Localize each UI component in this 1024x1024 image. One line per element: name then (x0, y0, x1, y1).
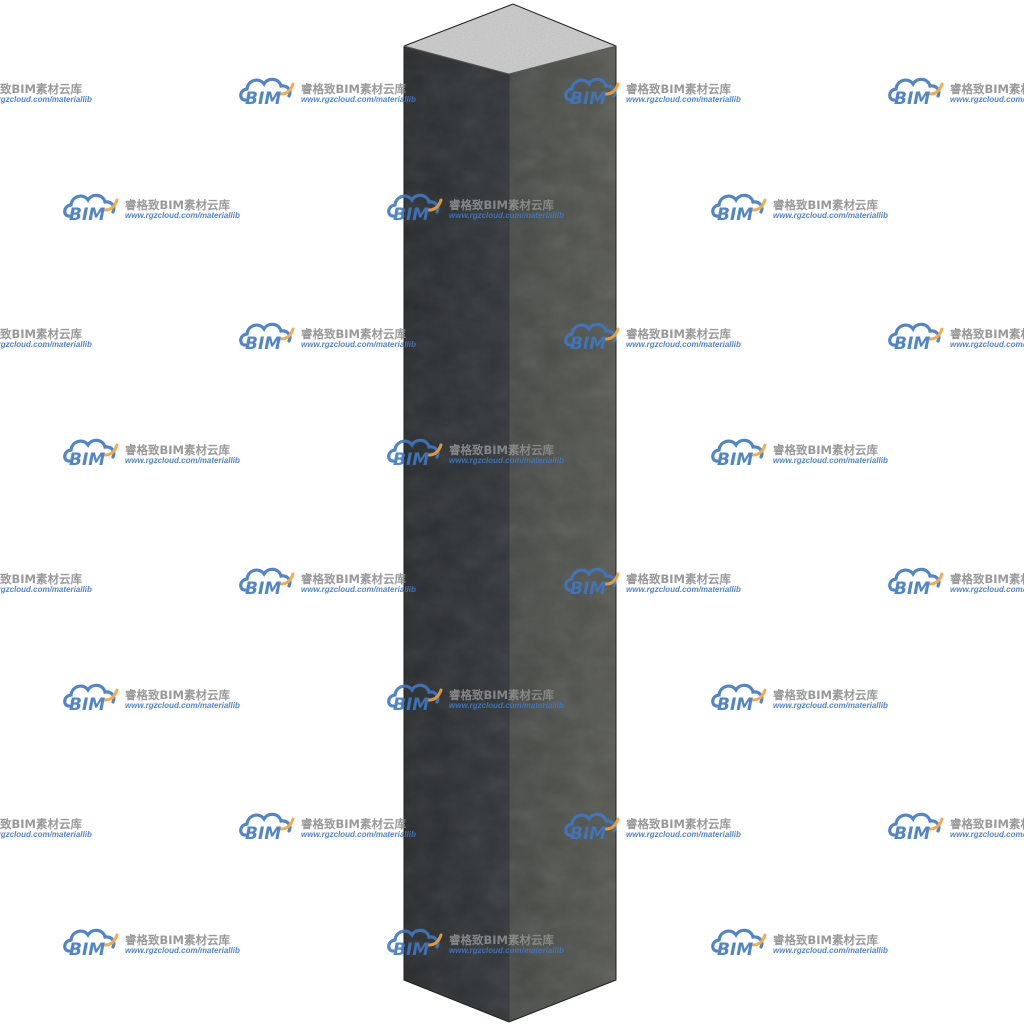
post-left-face-texture (404, 46, 509, 1022)
post-top-face-texture (404, 4, 616, 74)
post-right-face-texture (509, 46, 616, 1022)
post-edges (403, 3, 617, 1023)
